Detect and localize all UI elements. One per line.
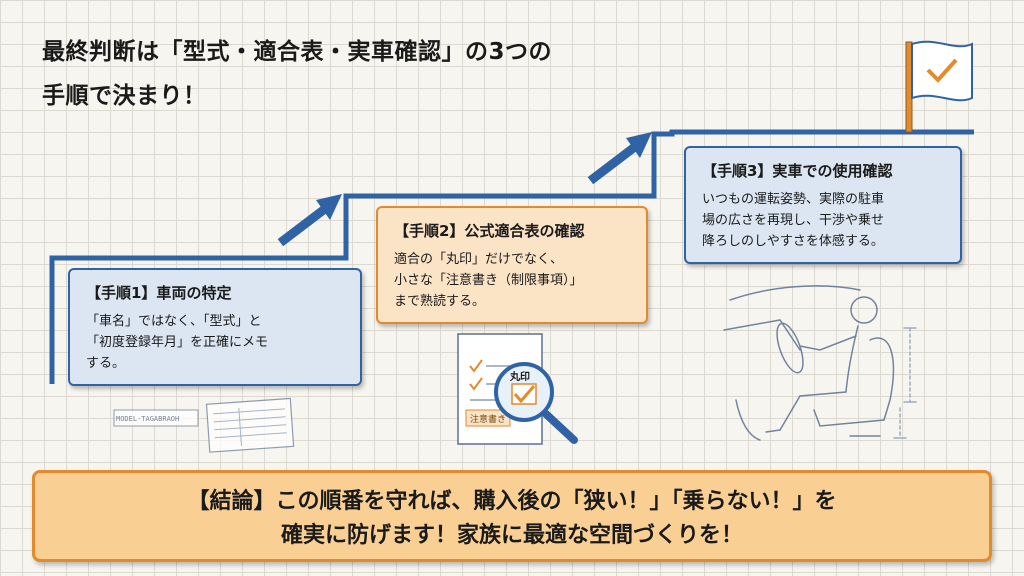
step-1-title: 【手順1】車両の特定 <box>86 284 232 302</box>
step-1-line: 「車名」ではなく、「型式」と <box>86 314 262 329</box>
page-title: 最終判断は「型式・適合表・実車確認」の3つの 手順で決まり！ <box>42 30 742 118</box>
step-2-body: 適合の「丸印」だけでなく、 小さな「注意書き（制限事項）」 まで熟読する。 <box>394 249 632 312</box>
step-3-title: 【手順3】実車での使用確認 <box>702 162 893 180</box>
step-2-title: 【手順2】公式適合表の確認 <box>394 222 585 240</box>
step-1-card: 【手順1】車両の特定 「車名」ではなく、「型式」と 「初度登録年月」を正確にメモ… <box>68 268 362 386</box>
model-label: MODEL-TAGABRAOH <box>116 415 179 423</box>
step-1-line: 「初度登録年月」を正確にメモ <box>86 335 269 350</box>
step-2-card: 【手順2】公式適合表の確認 適合の「丸印」だけでなく、 小さな「注意書き（制限事… <box>376 206 648 324</box>
conclusion-line-2: 確実に防げます！家族に最適な空間づくりを！ <box>280 523 743 548</box>
car-driver-icon <box>723 285 917 441</box>
checkmark-icon <box>513 385 536 404</box>
step-3-line: 降ろしのしやすさを体感する。 <box>702 234 884 249</box>
checkmark-icon <box>926 58 958 83</box>
arrow-up-right-icon <box>277 194 342 247</box>
compatibility-table-illustration: 注意書き 丸印 <box>457 333 578 445</box>
staircase-diagram: MODEL-TAGABRAOH 注意書き 丸印 <box>49 40 974 453</box>
title-line-2: 手順で決まり！ <box>42 83 207 109</box>
magnifier-icon: 丸印 <box>494 362 578 444</box>
step-2-line: 小さな「注意書き（制限事項）」 <box>394 273 583 288</box>
step-3-card: 【手順3】実車での使用確認 いつもの運転姿勢、実際の駐車 場の広さを再現し、干渉… <box>684 146 962 264</box>
arrow-up-right-icon <box>587 132 652 185</box>
step-3-line: 場の広さを再現し、干渉や乗せ <box>702 213 885 228</box>
step-2-line: まで熟読する。 <box>394 294 486 309</box>
step-3-body: いつもの運転姿勢、実際の駐車 場の広さを再現し、干渉や乗せ 降ろしのしやすさを体… <box>702 189 946 252</box>
staircase-line <box>49 129 974 384</box>
vehicle-documents-illustration: MODEL-TAGABRAOH <box>113 397 295 453</box>
step-3-line: いつもの運転姿勢、実際の駐車 <box>702 192 885 207</box>
step-2-line: 適合の「丸印」だけでなく、 <box>394 252 564 267</box>
step-1-body: 「車名」ではなく、「型式」と 「初度登録年月」を正確にメモ する。 <box>86 311 346 374</box>
document-icon <box>205 397 295 453</box>
flag-icon <box>905 40 973 133</box>
conclusion-banner: 【結論】この順番を守れば、購入後の「狭い！」「乗らない！」を 確実に防げます！家… <box>32 470 992 562</box>
conclusion-line-1: 【結論】この順番を守れば、購入後の「狭い！」「乗らない！」を <box>187 489 837 514</box>
step-1-line: する。 <box>86 356 126 371</box>
stamp-label: 丸印 <box>509 370 530 383</box>
note-label: 注意書き <box>470 413 506 425</box>
title-line-1: 最終判断は「型式・適合表・実車確認」の3つの <box>42 39 553 65</box>
